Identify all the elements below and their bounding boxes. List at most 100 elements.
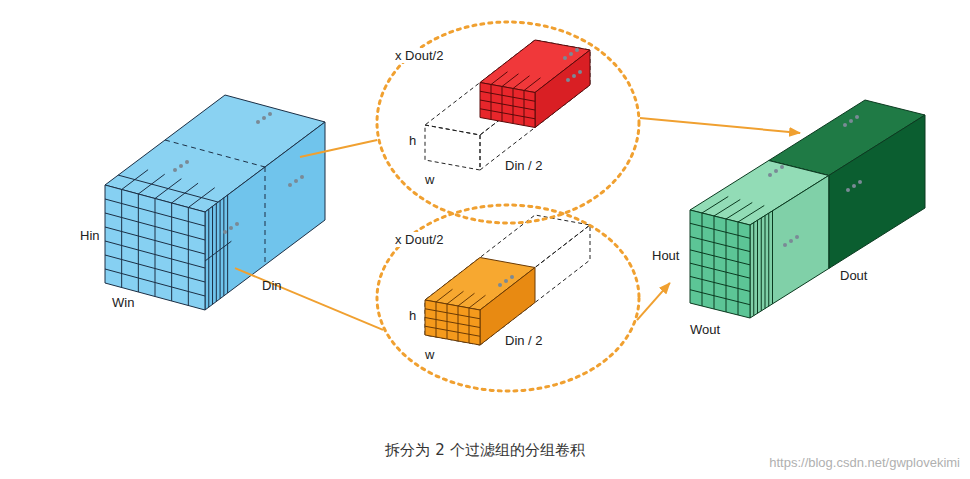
dimension-label: Din / 2 [505, 333, 543, 348]
grid-line [726, 203, 752, 220]
input-tensor-front [105, 185, 205, 310]
ellipsis-dot [575, 48, 579, 52]
grid-line [118, 175, 218, 202]
ellipsis-dot [789, 239, 793, 243]
ellipsis-dot [849, 119, 853, 123]
grid-line [212, 206, 213, 304]
grid-line [223, 198, 224, 296]
grid-line [502, 74, 519, 87]
ellipsis-dot [185, 160, 189, 164]
dashed-ellipse [377, 205, 639, 391]
grid-line [690, 263, 750, 278]
grid-line [436, 289, 453, 302]
grid-line [726, 219, 727, 312]
grid-line [425, 326, 480, 336]
grid-line [105, 241, 205, 268]
ellipsis-dot [229, 226, 233, 230]
grid-line [690, 223, 750, 238]
dimension-label: Wout [690, 322, 720, 337]
dimension-label: w [425, 347, 434, 362]
filter-group-ellipse: x Dout/2hwDin / 2 [375, 20, 641, 225]
output-group-1-front [690, 210, 750, 318]
grid-line [761, 218, 762, 311]
ellipsis-dot [179, 164, 183, 168]
ellipsis-dot [846, 188, 850, 192]
ellipsis-dot [268, 112, 272, 116]
dimension-label: Din [262, 278, 282, 293]
grid-line [690, 250, 750, 265]
ellipsis-dot [569, 52, 573, 56]
grid-line [765, 216, 766, 309]
grid-line [188, 208, 189, 306]
grid-line [425, 309, 480, 319]
filter-group-1-side [535, 50, 590, 128]
dimension-label: Hin [80, 228, 100, 243]
filter-group-ellipse: x Dout/2hwDin / 2 [375, 203, 641, 393]
flow-arrow [300, 140, 377, 157]
grid-line [702, 197, 728, 214]
ellipsis-dot [223, 230, 227, 234]
grid-line [469, 295, 486, 308]
ellipsis-dot [504, 279, 508, 283]
output-group-2-side [829, 115, 925, 269]
ellipsis-dot [563, 56, 567, 60]
grid-line [768, 213, 769, 306]
dimension-label: Dout [840, 268, 867, 283]
output-group-1-side [750, 176, 829, 319]
ellipsis-dot [572, 74, 576, 78]
ellipsis-dot [780, 165, 784, 169]
ellipsis-dot [256, 120, 260, 124]
grid-line [220, 201, 221, 299]
grid-line [757, 220, 758, 313]
grid-line [753, 223, 754, 316]
filter-group-1-front [480, 83, 535, 128]
filter-outline-top [425, 40, 590, 135]
grid-line [138, 194, 139, 292]
ellipsis-dot [235, 222, 239, 226]
dashed-ellipse [377, 22, 639, 223]
dimension-label: Win [112, 295, 134, 310]
ellipsis-dot [768, 173, 772, 177]
group-split-line [165, 140, 265, 167]
grid-line [513, 76, 530, 89]
grid-line [714, 216, 715, 309]
dimension-label: w [425, 172, 434, 187]
grid-line [690, 237, 750, 252]
grid-line [524, 78, 541, 91]
watermark: https://blog.csdn.net/gwplovekimi [769, 455, 960, 470]
grid-line [702, 213, 703, 306]
ellipsis-dot [510, 275, 514, 279]
dimension-label: x Dout/2 [393, 232, 445, 247]
grid-line [447, 291, 464, 304]
filter-group-2-front [425, 300, 480, 345]
group-split-line [265, 167, 266, 265]
ellipsis-dot [300, 175, 304, 179]
grid-line [216, 204, 217, 302]
dimension-label: Hout [652, 248, 679, 263]
grid-line [121, 190, 122, 288]
ellipsis-dot [566, 78, 570, 82]
grid-line [155, 199, 156, 297]
grid-line [772, 211, 773, 304]
grid-line [425, 318, 480, 328]
flow-arrow [640, 118, 800, 133]
grid-line [690, 276, 750, 291]
grid-line [690, 290, 750, 305]
tensor-block: HinWin Din [78, 85, 328, 315]
ellipsis-dot [795, 235, 799, 239]
grid-line [480, 109, 535, 119]
dimension-label: x Dout/2 [393, 48, 445, 63]
grid-line [105, 227, 205, 254]
grid-line [738, 206, 764, 223]
ellipsis-dot [774, 169, 778, 173]
grid-line [714, 200, 740, 217]
ellipsis-dot [262, 116, 266, 120]
grid-line [105, 199, 205, 226]
grid-line [171, 203, 172, 301]
grid-line [480, 100, 535, 110]
grid-line [105, 213, 205, 240]
grid-line [458, 293, 475, 306]
grid-line [105, 255, 205, 282]
